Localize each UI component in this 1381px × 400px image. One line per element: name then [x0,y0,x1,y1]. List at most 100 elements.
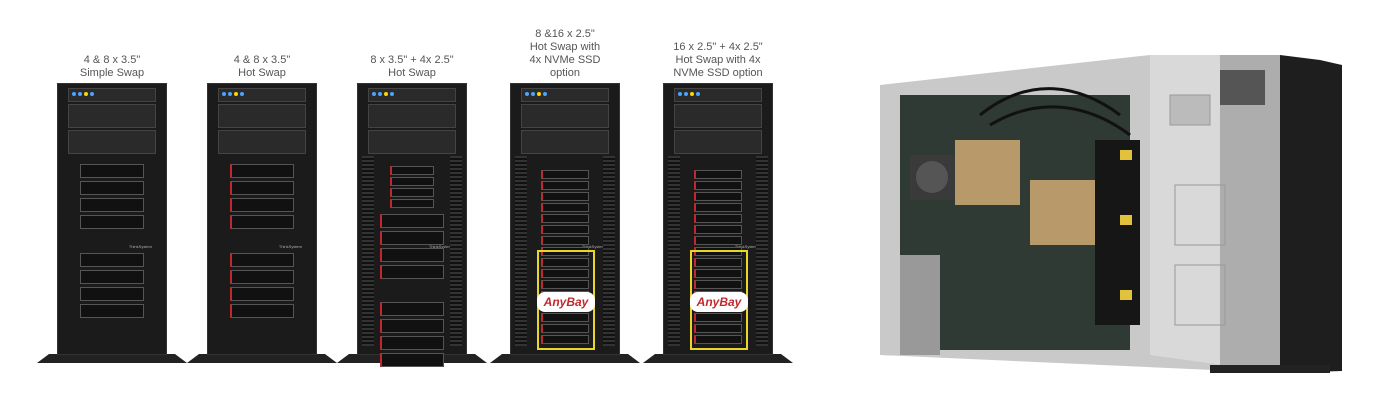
drive-bay-2-5 [694,192,742,201]
drive-bay [230,270,294,284]
drive-bay-2-5 [390,177,434,186]
drive-bay [80,270,144,284]
optical-bay [674,104,762,128]
server-interior-image [880,55,1342,373]
drive-bay-3-5 [380,231,444,245]
optical-bay [368,130,456,154]
front-io-panel [674,88,762,102]
vent-mesh [756,156,768,346]
status-led [543,92,547,96]
status-led [240,92,244,96]
status-led [696,92,700,96]
configuration-label: 16 x 2.5" + 4x 2.5" Hot Swap with 4x NVM… [673,41,763,79]
optical-bay [218,130,306,154]
vent-mesh [515,156,527,346]
status-led [222,92,226,96]
status-led [234,92,238,96]
drive-bay-2-5 [694,236,742,245]
front-io-panel [218,88,306,102]
drive-bay-3-5 [380,248,444,262]
status-led [390,92,394,96]
drive-bay-2-5 [694,258,742,267]
optical-bay [68,130,156,154]
optical-bay [521,104,609,128]
drive-bay-2-5 [541,214,589,223]
drive-bay-2-5 [694,280,742,289]
drive-bay [80,198,144,212]
drive-bay-2-5 [541,313,589,322]
tower-base [37,354,187,363]
status-led [690,92,694,96]
drive-bay [80,164,144,178]
brand-label: ThinkSystem [581,244,605,249]
configuration-label: 4 & 8 x 3.5" Hot Swap [233,54,291,79]
drive-bay-2-5 [694,170,742,179]
drive-bay-2-5 [694,181,742,190]
configuration-label: 8 &16 x 2.5" Hot Swap with 4x NVMe SSD o… [529,28,601,79]
brand-label: ThinkSystem [428,244,452,249]
drive-bay-2-5 [541,258,589,267]
configuration-label: 8 x 3.5" + 4x 2.5" Hot Swap [370,54,454,79]
status-led [84,92,88,96]
configuration-label: 4 & 8 x 3.5" Simple Swap [79,54,145,79]
drive-bay [80,253,144,267]
server-tower: ThinkSystem [357,83,467,367]
optical-bay [218,104,306,128]
drive-bay [80,181,144,195]
drive-bay [80,304,144,318]
server-tower: ThinkSystem [207,83,317,355]
drive-bay-2-5 [694,269,742,278]
optical-bay [674,130,762,154]
drive-bay [230,198,294,212]
drive-bay-2-5 [541,225,589,234]
drive-bay-2-5 [541,192,589,201]
drive-bay-2-5 [390,166,434,175]
optical-bay [68,104,156,128]
vent-mesh [668,156,680,346]
anybay-highlight: AnyBay [537,250,595,350]
tower-base [643,354,793,363]
drive-bay-2-5 [694,214,742,223]
drive-bay [230,304,294,318]
drive-bay-2-5 [694,225,742,234]
status-led [537,92,541,96]
brand-label: ThinkSystem [734,244,758,249]
brand-label: ThinkSystem [278,244,302,249]
drive-bay [230,287,294,301]
drive-bay-3-5 [380,302,444,316]
drive-bay-3-5 [380,336,444,350]
status-led [378,92,382,96]
drive-bay [80,287,144,301]
server-tower: ThinkSystem [57,83,167,355]
anybay-logo: AnyBay [537,292,595,312]
status-led [678,92,682,96]
vent-mesh [450,156,462,346]
status-led [90,92,94,96]
drive-bay [230,215,294,229]
drive-bay-2-5 [694,203,742,212]
drive-bay-2-5 [694,313,742,322]
status-led [384,92,388,96]
drive-bay-2-5 [390,199,434,208]
status-led [525,92,529,96]
drive-bay-2-5 [390,188,434,197]
status-led [228,92,232,96]
front-io-panel [68,88,156,102]
status-led [72,92,76,96]
status-led [684,92,688,96]
drive-bay-2-5 [694,324,742,333]
drive-bay-2-5 [541,324,589,333]
drive-bay-2-5 [541,203,589,212]
brand-label: ThinkSystem [128,244,152,249]
drive-bay-2-5 [541,181,589,190]
optical-bay [368,104,456,128]
anybay-highlight: AnyBay [690,250,748,350]
drive-bay-3-5 [380,214,444,228]
drive-bay-3-5 [380,319,444,333]
front-io-panel [368,88,456,102]
drive-bay [230,181,294,195]
optical-bay [521,130,609,154]
drive-bay-3-5 [380,265,444,279]
vent-mesh [362,156,374,346]
tower-base [490,354,640,363]
